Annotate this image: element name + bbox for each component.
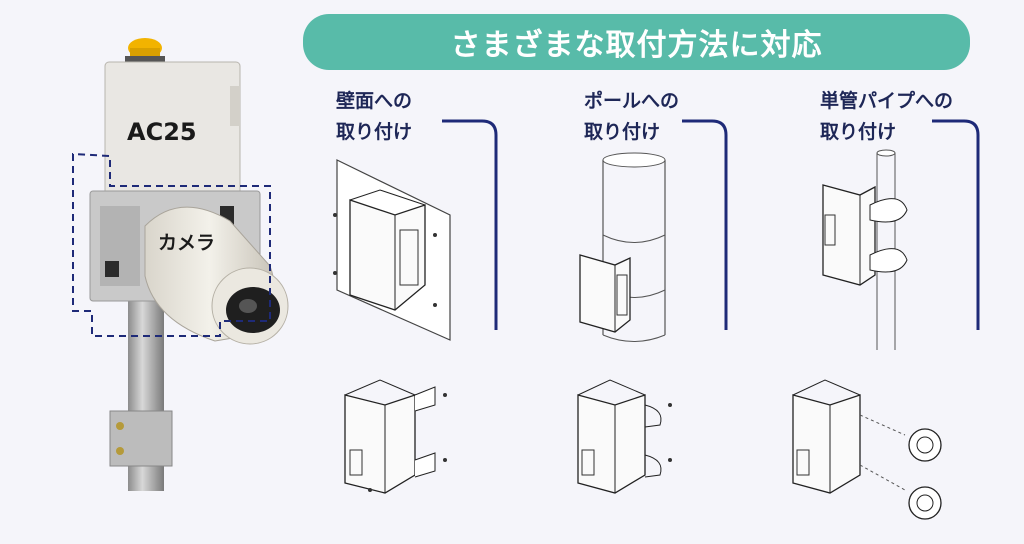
pole-bracket-detail: [577, 379, 672, 494]
label-pipe-mount: 単管パイプへの 取り付け: [820, 86, 953, 148]
label-pipe-line1: 単管パイプへの: [820, 90, 954, 112]
bracket-line-wall: [442, 119, 498, 330]
banner-title: さまざまな取付方法に対応: [450, 28, 823, 63]
device-model-label: AC25: [127, 118, 197, 146]
title-banner: さまざまな取付方法に対応: [303, 14, 970, 70]
device-photo: [72, 38, 289, 491]
bracket-line-pipe: [932, 119, 980, 330]
label-wall-mount: 壁面への 取り付け: [336, 86, 412, 148]
label-pole-line1: ポールへの: [584, 90, 680, 112]
bracket-line-pole: [682, 119, 728, 330]
wall-mount-illustration: [333, 159, 451, 341]
pole-mount-illustration: [579, 152, 666, 342]
pipe-bracket-detail: [792, 379, 942, 520]
wall-bracket-detail: [344, 379, 447, 494]
camera-label: カメラ: [158, 232, 216, 254]
label-pole-line2: 取り付け: [584, 121, 661, 143]
pipe-mount-illustration: [822, 149, 908, 350]
label-pipe-line2: 取り付け: [820, 121, 897, 143]
label-wall-line2: 取り付け: [336, 121, 413, 143]
label-wall-line1: 壁面への: [336, 90, 413, 112]
label-pole-mount: ポールへの 取り付け: [584, 86, 679, 148]
